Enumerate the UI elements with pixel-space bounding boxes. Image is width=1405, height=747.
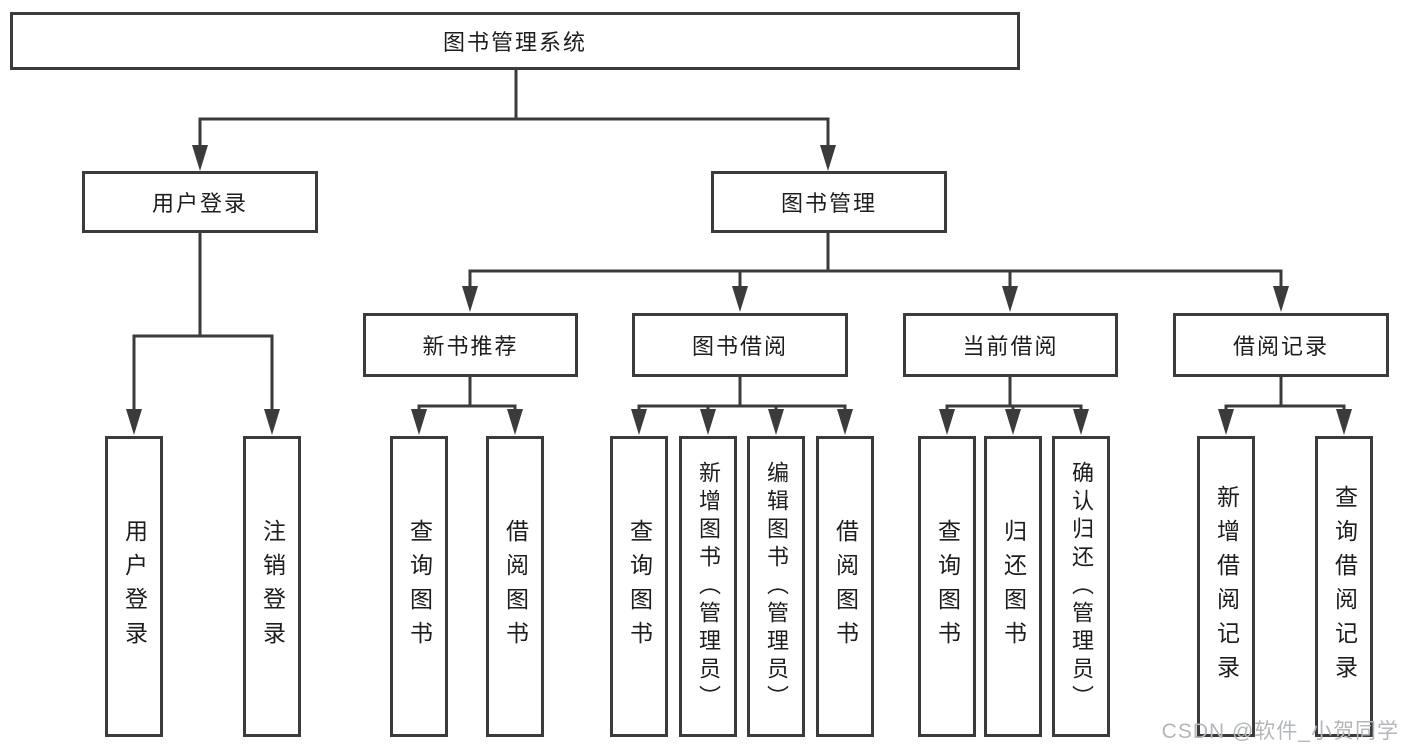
leaf-query-borrow-record: 查询借阅记录 — [1315, 436, 1373, 737]
leaf-query-book: 查询图书 — [390, 436, 448, 737]
leaf-add-borrow-record: 新增借阅记录 — [1197, 436, 1255, 737]
node-label: 归还图书 — [1000, 518, 1027, 655]
node-label: 用户登录 — [121, 518, 148, 655]
leaf-query-book: 查询图书 — [610, 436, 668, 737]
node-label: 图书管理系统 — [442, 30, 587, 55]
leaf-add-book-admin: 新增图书（管理员） — [679, 436, 737, 737]
node-label: 新增图书（管理员） — [696, 460, 721, 713]
node-label: 用户登录 — [151, 191, 248, 216]
leaf-borrow-book: 借阅图书 — [816, 436, 874, 737]
node-label: 查询借阅记录 — [1331, 484, 1358, 689]
leaf-return-book: 归还图书 — [984, 436, 1042, 737]
leaf-confirm-return-admin: 确认归还（管理员） — [1052, 436, 1110, 737]
node-label: 编辑图书（管理员） — [764, 460, 789, 713]
node-label: 借阅图书 — [832, 518, 859, 655]
leaf-borrow-book: 借阅图书 — [486, 436, 544, 737]
node-label: 查询图书 — [934, 518, 961, 655]
node-book-management-branch: 图书管理 — [711, 171, 947, 233]
node-new-book-recommendation: 新书推荐 — [363, 313, 578, 377]
node-label: 当前借阅 — [962, 334, 1059, 359]
node-label: 注销登录 — [259, 518, 286, 655]
leaf-logout: 注销登录 — [243, 436, 301, 737]
node-book-borrowing: 图书借阅 — [632, 313, 848, 377]
node-label: 图书借阅 — [691, 334, 788, 359]
node-label: 借阅图书 — [502, 518, 529, 655]
node-system-root: 图书管理系统 — [10, 12, 1020, 70]
node-label: 查询图书 — [406, 518, 433, 655]
node-current-borrowing: 当前借阅 — [903, 313, 1118, 377]
node-label: 图书管理 — [780, 191, 877, 216]
node-label: 查询图书 — [626, 518, 653, 655]
node-borrowing-records: 借阅记录 — [1173, 313, 1389, 377]
watermark: CSDN @软件_小贺同学 — [1161, 720, 1399, 743]
leaf-user-login: 用户登录 — [105, 436, 163, 737]
leaf-query-book: 查询图书 — [918, 436, 976, 737]
node-label: 新增借阅记录 — [1213, 484, 1240, 689]
leaf-edit-book-admin: 编辑图书（管理员） — [747, 436, 805, 737]
node-label: 借阅记录 — [1232, 334, 1329, 359]
node-user-login-branch: 用户登录 — [82, 171, 318, 233]
node-label: 新书推荐 — [422, 334, 519, 359]
node-label: 确认归还（管理员） — [1069, 460, 1094, 713]
